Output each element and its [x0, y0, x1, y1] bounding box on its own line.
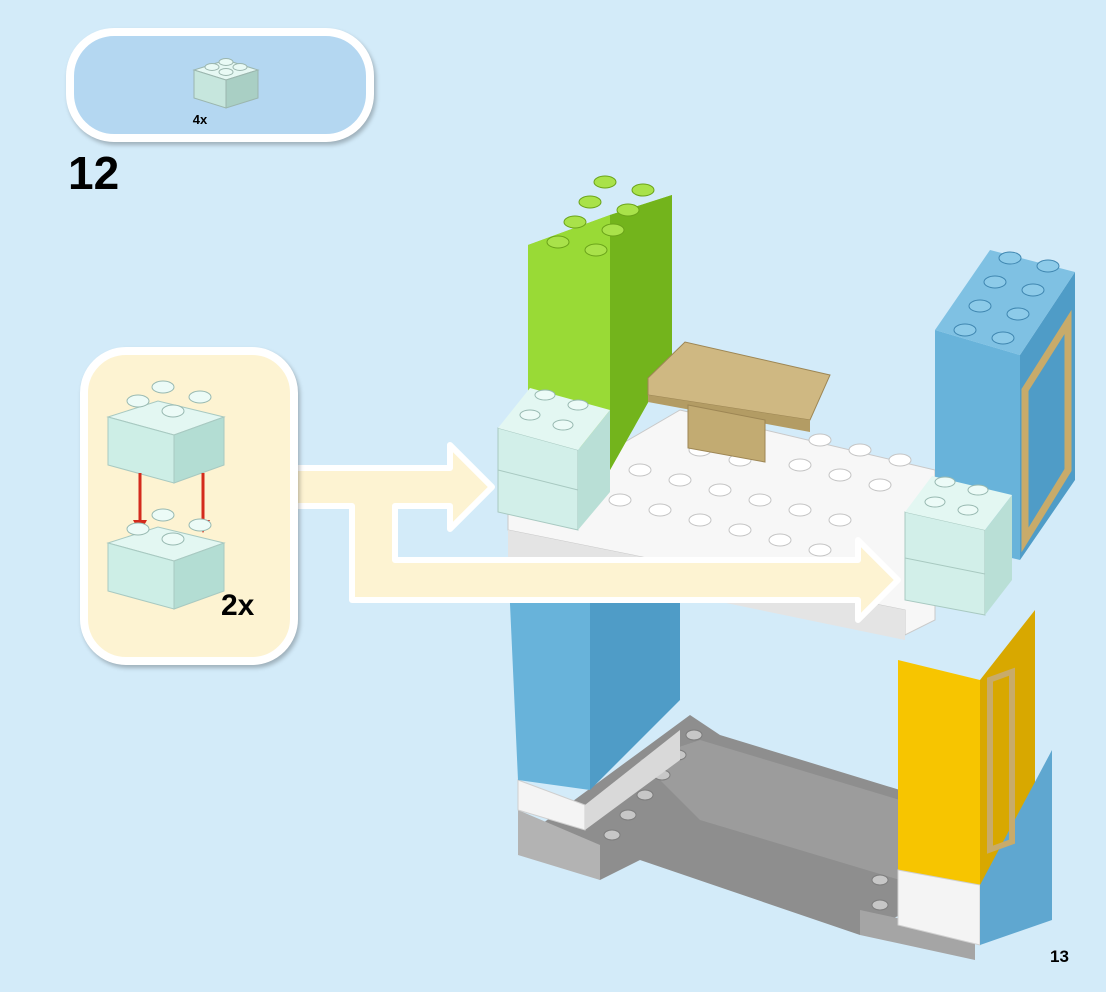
- mint-brick-2x2-icon: [106, 508, 226, 610]
- tan-bench: [647, 341, 831, 463]
- part-quantity: 4x: [192, 112, 208, 127]
- gray-base-plate: [518, 715, 975, 960]
- page-number: 13: [1050, 947, 1069, 966]
- parts-list-callout: 4x: [66, 28, 374, 142]
- sub-assembly-quantity: 2x: [221, 589, 255, 622]
- left-lower-tower: [508, 560, 680, 831]
- mint-brick-2x2-icon: [192, 58, 260, 109]
- mint-brick-stack-left: [497, 388, 610, 531]
- sub-assembly-callout: 2x: [80, 347, 298, 665]
- step-number: 12: [68, 147, 120, 199]
- sub-assembly-diagram: [106, 380, 226, 610]
- mint-brick-stack-right: [904, 476, 1012, 616]
- right-lower-tower: [897, 610, 1052, 946]
- mint-brick-2x2-icon: [106, 380, 226, 484]
